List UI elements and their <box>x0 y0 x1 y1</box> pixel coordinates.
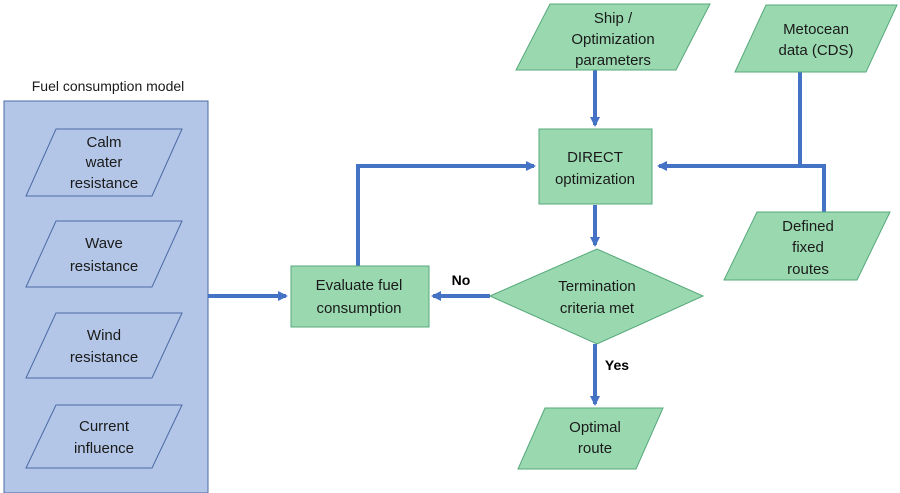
evaluate-fuel-line1: Evaluate fuel <box>316 277 403 294</box>
direct-optimization-line1: DIRECT <box>567 149 623 166</box>
panel-item-calm-water: Calm water resistance <box>25 128 183 197</box>
wave-line1: Wave <box>85 235 123 252</box>
node-metocean: Metocean data (CDS) <box>734 4 898 73</box>
calm-water-line2: water <box>85 154 123 171</box>
wave-shape <box>25 220 183 288</box>
node-evaluate-fuel: Evaluate fuel consumption <box>290 265 430 328</box>
calm-water-shape <box>25 128 183 197</box>
wind-shape <box>25 312 183 379</box>
evaluate-fuel-shape <box>290 265 430 328</box>
defined-routes-line1: Defined <box>782 218 834 235</box>
arrow-metocean-to-direct <box>657 72 802 171</box>
current-line2: influence <box>74 440 134 457</box>
defined-routes-line3: routes <box>787 261 829 278</box>
metocean-shape <box>734 4 898 73</box>
wave-line2: resistance <box>70 258 138 275</box>
optimal-route-line2: route <box>578 440 612 457</box>
current-line1: Current <box>79 418 130 435</box>
node-defined-routes: Defined fixed routes <box>723 211 891 281</box>
node-direct-optimization: DIRECT optimization <box>538 128 653 205</box>
metocean-line2: data (CDS) <box>778 42 853 59</box>
ship-parameters-line2: Optimization <box>571 31 654 48</box>
wind-line2: resistance <box>70 349 138 366</box>
metocean-line1: Metocean <box>783 21 849 38</box>
panel-title: Fuel consumption model <box>32 78 185 94</box>
arrow-evaluate-to-direct <box>356 161 536 266</box>
current-shape <box>25 404 183 469</box>
termination-criteria-line2: criteria met <box>560 300 635 317</box>
optimal-route-line1: Optimal <box>569 419 621 436</box>
panel-item-wave: Wave resistance <box>25 220 183 288</box>
panel-item-current: Current influence <box>25 404 183 469</box>
direct-optimization-line2: optimization <box>555 171 635 188</box>
edge-label-yes: Yes <box>605 357 629 373</box>
termination-criteria-line1: Termination <box>558 278 636 295</box>
direct-optimization-shape <box>538 128 653 205</box>
edge-label-no: No <box>452 272 471 288</box>
node-optimal-route: Optimal route <box>517 407 664 470</box>
defined-routes-shape <box>723 211 891 281</box>
calm-water-line3: resistance <box>70 175 138 192</box>
ship-parameters-shape <box>515 3 711 71</box>
panel-item-wind: Wind resistance <box>25 312 183 379</box>
wind-line1: Wind <box>87 327 121 344</box>
node-termination-criteria: Termination criteria met <box>488 248 705 345</box>
optimal-route-shape <box>517 407 664 470</box>
ship-parameters-line1: Ship / <box>594 10 633 27</box>
calm-water-line1: Calm <box>86 134 121 151</box>
defined-routes-line2: fixed <box>792 239 824 256</box>
node-ship-parameters: Ship / Optimization parameters <box>515 3 711 71</box>
termination-criteria-shape <box>488 248 705 345</box>
ship-parameters-line3: parameters <box>575 52 651 69</box>
line-routes-to-direct <box>800 164 826 212</box>
evaluate-fuel-line2: consumption <box>316 300 401 317</box>
